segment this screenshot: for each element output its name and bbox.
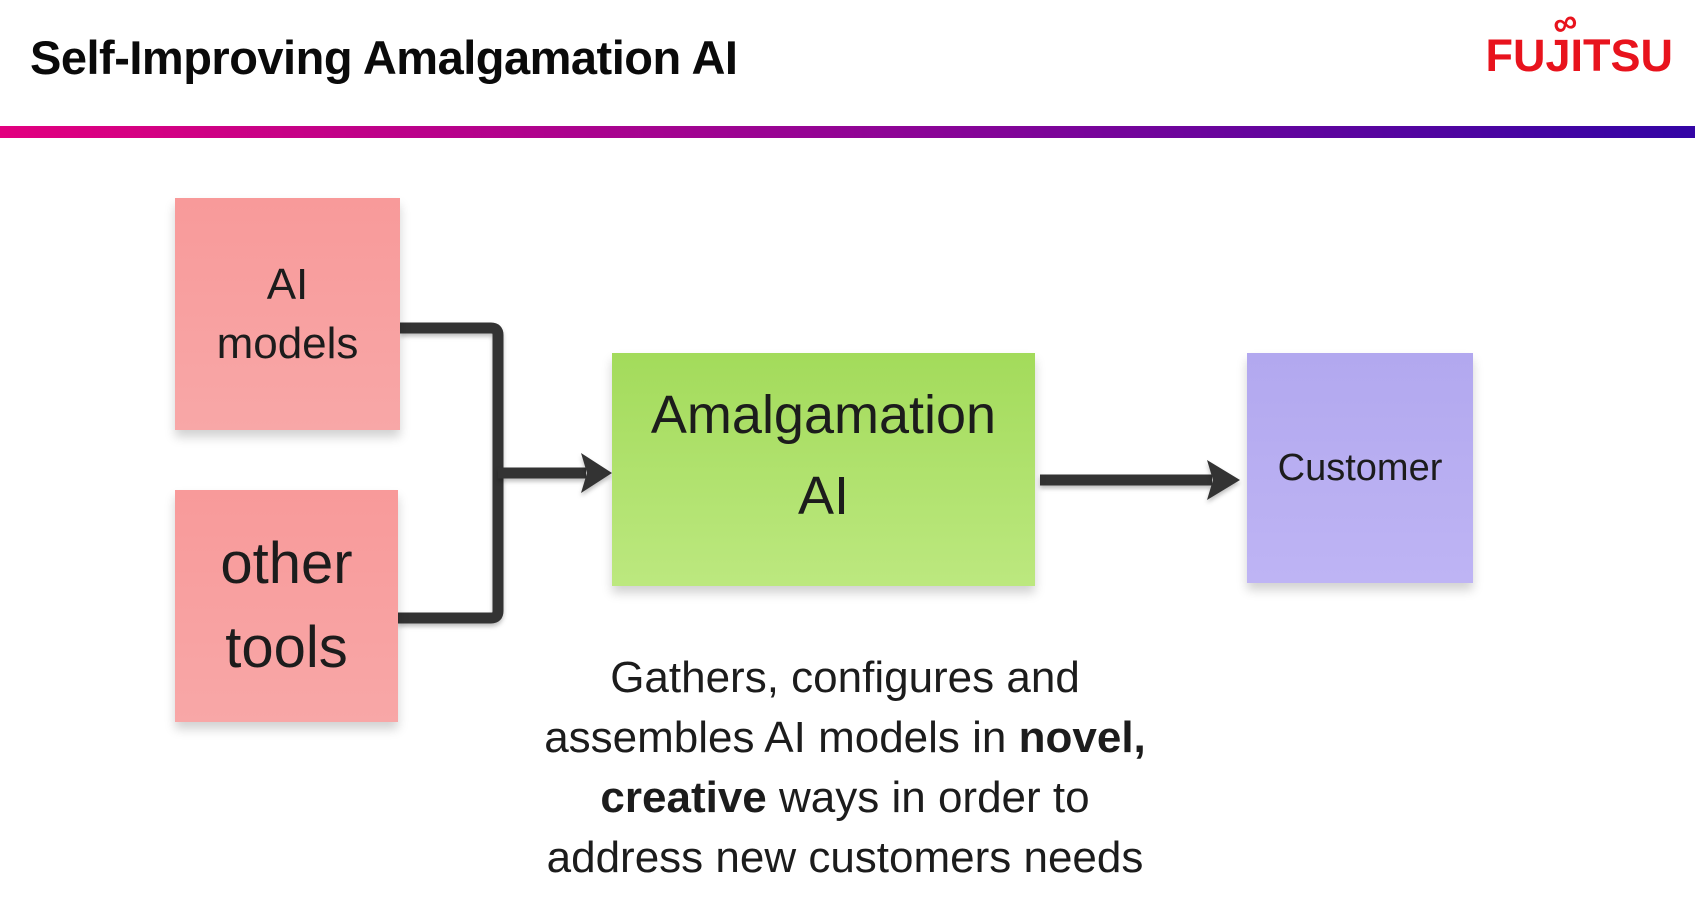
arrowhead-to-amalgamation <box>581 453 612 493</box>
description-line2: assembles AI models in novel, <box>544 713 1146 762</box>
page-title: Self-Improving Amalgamation AI <box>30 31 738 84</box>
node-amalgamation-ai: Amalgamation AI <box>612 353 1035 586</box>
node-ai-models: AI models <box>175 198 400 430</box>
bracket-connector <box>398 322 504 624</box>
description-line3: creative ways in order to <box>600 773 1090 822</box>
node-amalgamation-label-line1: Amalgamation <box>650 384 997 445</box>
node-other-tools: other tools <box>175 490 398 722</box>
description-line1: Gathers, configures and <box>610 653 1080 702</box>
fujitsu-logo-text: FUJITSU <box>1485 30 1673 81</box>
arrowhead-to-customer <box>1207 460 1240 500</box>
node-ai-models-label-line2: models <box>216 319 359 368</box>
node-other-tools-label-line2: tools <box>225 615 348 680</box>
node-ai-models-label-line1: AI <box>266 259 309 309</box>
header-accent-bar <box>0 126 1695 138</box>
node-customer: Customer <box>1247 353 1473 583</box>
node-customer-label: Customer <box>1277 446 1443 489</box>
description-line4: address new customers needs <box>546 833 1144 882</box>
description-text: Gathers, configures and assembles AI mod… <box>500 648 1190 888</box>
node-amalgamation-label-line2: AI <box>797 465 850 526</box>
node-other-tools-label-line1: other <box>220 530 353 596</box>
fujitsu-logo: ∞ FUJITSU <box>1485 1 1673 82</box>
